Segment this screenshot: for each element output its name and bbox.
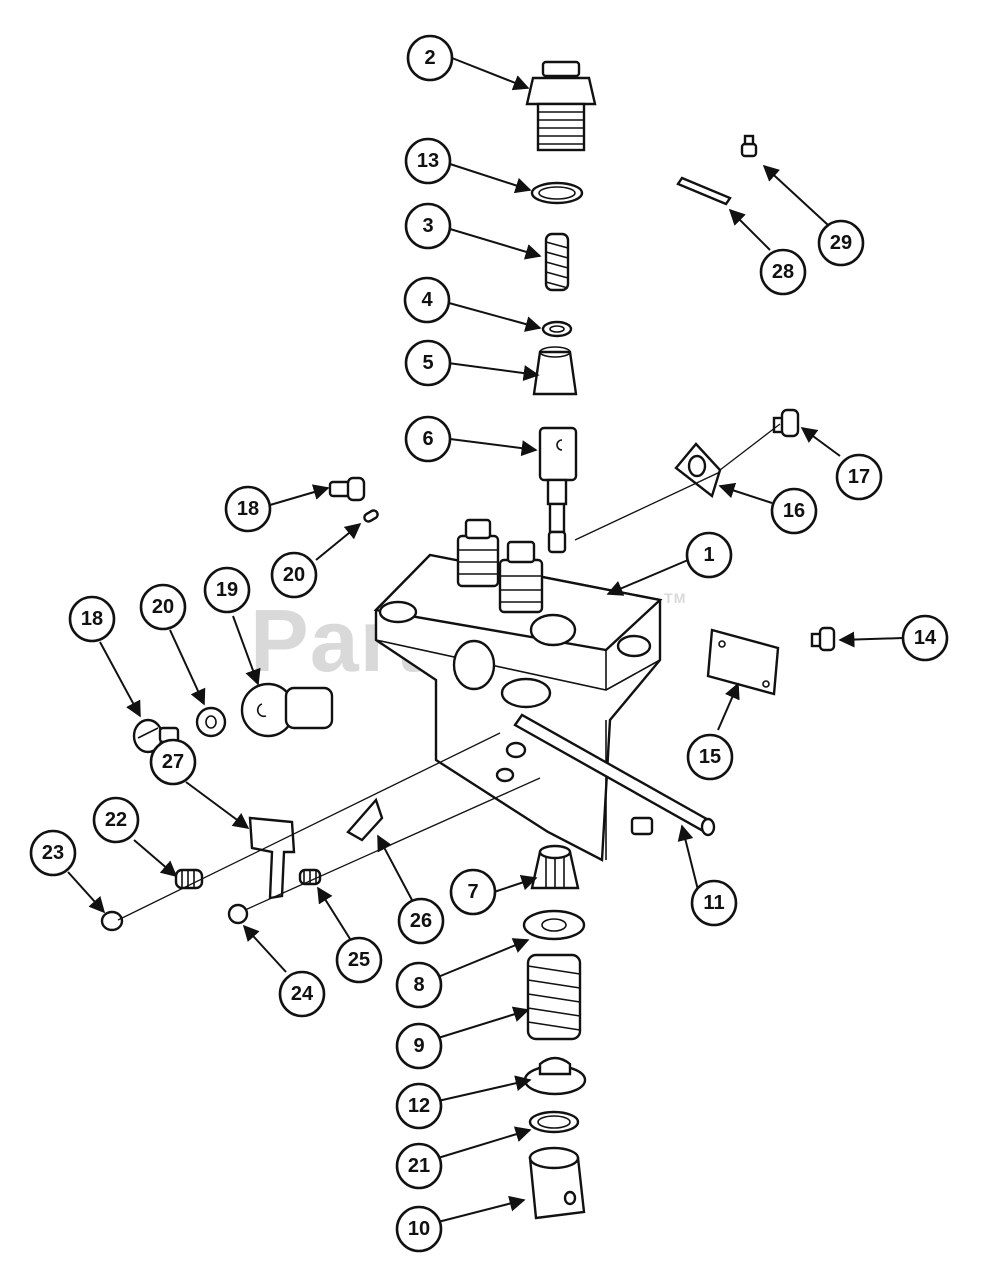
callout-2: 2 xyxy=(406,34,454,82)
svg-text:24: 24 xyxy=(291,983,314,1005)
svg-text:25: 25 xyxy=(348,949,370,971)
part-25-spring xyxy=(298,868,322,886)
svg-text:21: 21 xyxy=(408,1155,430,1177)
part-5-valve xyxy=(532,346,578,396)
part-23-clip xyxy=(100,910,124,932)
callout-23: 23 xyxy=(29,829,77,877)
svg-text:13: 13 xyxy=(417,150,439,172)
callout-11: 11 xyxy=(690,879,738,927)
callout-9: 9 xyxy=(395,1022,443,1070)
svg-text:11: 11 xyxy=(703,892,724,914)
callout-10: 10 xyxy=(395,1205,443,1253)
svg-text:26: 26 xyxy=(410,910,432,932)
callout-15: 15 xyxy=(686,733,734,781)
callout-20-lower: 20 xyxy=(139,583,187,631)
svg-text:17: 17 xyxy=(848,466,870,488)
part-17-screw xyxy=(772,408,800,438)
svg-text:20: 20 xyxy=(283,564,305,586)
part-7-tappet-top xyxy=(530,844,580,890)
leader-lines xyxy=(67,57,904,1223)
svg-text:14: 14 xyxy=(914,627,937,649)
part-21-washer xyxy=(528,1110,580,1134)
assembly-axis-lines xyxy=(117,423,781,921)
callout-5: 5 xyxy=(404,339,452,387)
part-6-plunger xyxy=(538,426,578,554)
callout-27: 27 xyxy=(149,738,197,786)
svg-text:8: 8 xyxy=(413,974,424,996)
part-2-delivery-valve-holder xyxy=(525,60,597,152)
part-1-pump-body xyxy=(373,553,663,862)
part-20-oring-upper xyxy=(363,509,379,523)
svg-text:1: 1 xyxy=(703,544,714,566)
callout-28: 28 xyxy=(759,248,807,296)
callout-21: 21 xyxy=(395,1142,443,1190)
svg-text:9: 9 xyxy=(413,1035,424,1057)
part-11-control-rod xyxy=(513,713,716,837)
part-29-screw xyxy=(740,134,758,158)
svg-text:16: 16 xyxy=(783,500,805,522)
callout-29: 29 xyxy=(817,219,865,267)
part-18-screw-lower xyxy=(132,718,180,754)
part-10-tappet xyxy=(528,1146,586,1220)
callout-19: 19 xyxy=(203,566,251,614)
part-9-plunger-spring xyxy=(526,953,582,1041)
svg-text:12: 12 xyxy=(408,1095,430,1117)
svg-text:4: 4 xyxy=(421,289,433,311)
svg-text:18: 18 xyxy=(81,608,103,630)
part-1-outlet-fitting-right xyxy=(498,540,544,614)
svg-text:27: 27 xyxy=(162,751,184,773)
callout-17: 17 xyxy=(835,453,883,501)
callout-14: 14 xyxy=(901,614,949,662)
svg-text:3: 3 xyxy=(422,215,433,237)
callout-18-lower: 18 xyxy=(68,595,116,643)
part-12-spring-seat-lower xyxy=(523,1056,587,1096)
svg-text:10: 10 xyxy=(408,1218,430,1240)
part-14-screw xyxy=(810,626,836,652)
svg-text:7: 7 xyxy=(467,881,478,903)
part-19-plug xyxy=(240,682,334,738)
callout-18-upper: 18 xyxy=(224,485,272,533)
callout-13: 13 xyxy=(404,137,452,185)
part-16-clamp xyxy=(674,442,722,499)
callout-4: 4 xyxy=(403,276,451,324)
svg-text:2: 2 xyxy=(424,47,435,69)
part-27-lever xyxy=(248,816,296,900)
callout-26: 26 xyxy=(397,897,445,945)
part-20-washer-lower xyxy=(195,706,227,738)
callout-7: 7 xyxy=(449,868,497,916)
svg-text:6: 6 xyxy=(422,428,433,450)
svg-text:23: 23 xyxy=(42,842,64,864)
part-8-spring-seat xyxy=(522,909,586,941)
svg-text:15: 15 xyxy=(699,746,721,768)
svg-text:28: 28 xyxy=(772,261,794,283)
callout-16: 16 xyxy=(770,487,818,535)
callout-1: 1 xyxy=(685,531,733,579)
svg-text:29: 29 xyxy=(830,232,852,254)
callout-12: 12 xyxy=(395,1082,443,1130)
part-15-plate xyxy=(706,628,780,696)
callout-24: 24 xyxy=(278,970,326,1018)
callout-25: 25 xyxy=(335,936,383,984)
callout-22: 22 xyxy=(92,796,140,844)
part-18-screw-upper xyxy=(328,476,366,502)
callout-20-upper: 20 xyxy=(270,551,318,599)
callout-6: 6 xyxy=(404,415,452,463)
svg-text:22: 22 xyxy=(105,809,127,831)
part-24-clip xyxy=(227,903,249,925)
svg-text:18: 18 xyxy=(237,498,259,520)
part-1-outlet-fitting-left xyxy=(456,518,500,588)
callout-8: 8 xyxy=(395,961,443,1009)
svg-text:20: 20 xyxy=(152,596,174,618)
callout-3: 3 xyxy=(404,202,452,250)
part-13-gasket xyxy=(530,181,584,205)
part-3-spring xyxy=(544,232,570,292)
svg-text:5: 5 xyxy=(422,352,433,374)
part-4-washer xyxy=(541,320,573,338)
part-28-pin xyxy=(676,176,732,206)
part-26-bracket xyxy=(346,797,384,842)
svg-text:19: 19 xyxy=(216,579,238,601)
